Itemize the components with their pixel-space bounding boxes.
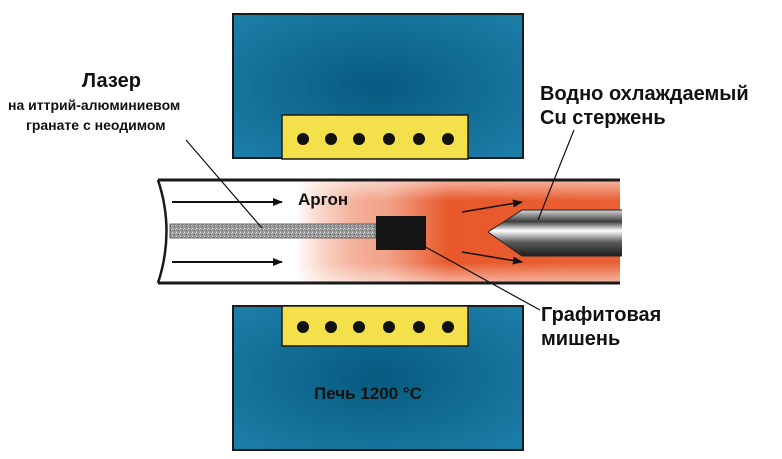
rod-label-line-1: Водно охлаждаемый — [540, 83, 749, 105]
lower-heater-strip — [281, 305, 469, 347]
laser-title-label: Лазер — [82, 70, 141, 92]
target-label-line-2: мишень — [541, 328, 621, 350]
target-label-line-1: Графитовая — [541, 304, 662, 326]
rod-leader-line — [537, 129, 575, 221]
furnace-temperature-label: Печь 1200 °C — [314, 384, 422, 403]
heater-dot — [413, 321, 425, 333]
heater-dot — [353, 133, 365, 145]
heater-dot — [413, 133, 425, 145]
heater-dot — [325, 133, 337, 145]
heater-dot — [297, 321, 309, 333]
exit-arrow-upper — [461, 199, 523, 213]
laser-beam — [169, 223, 377, 239]
lower-heater-dots — [297, 321, 454, 333]
heater-dot — [297, 133, 309, 145]
exit-arrow-lower — [461, 251, 523, 265]
heater-dot — [353, 321, 365, 333]
laser-leader-line — [185, 139, 263, 229]
heater-dot — [442, 133, 454, 145]
rod-label-line-2: Cu стержень — [540, 107, 666, 129]
laser-subtitle-line-2: гранате с неодимом — [26, 117, 166, 133]
upper-heater-dots — [297, 133, 454, 145]
heater-dot — [383, 321, 395, 333]
graphite-target — [376, 216, 426, 250]
heater-dot — [442, 321, 454, 333]
laser-subtitle-line-1: на иттрий-алюминиевом — [8, 97, 181, 113]
upper-heater-strip — [281, 114, 469, 160]
target-leader-line — [419, 243, 541, 311]
copper-rod — [487, 209, 622, 257]
lower-furnace-block — [232, 305, 524, 451]
heater-dot — [325, 321, 337, 333]
argon-label: Аргон — [298, 190, 349, 209]
upper-furnace-block — [232, 13, 524, 160]
heater-dot — [383, 133, 395, 145]
